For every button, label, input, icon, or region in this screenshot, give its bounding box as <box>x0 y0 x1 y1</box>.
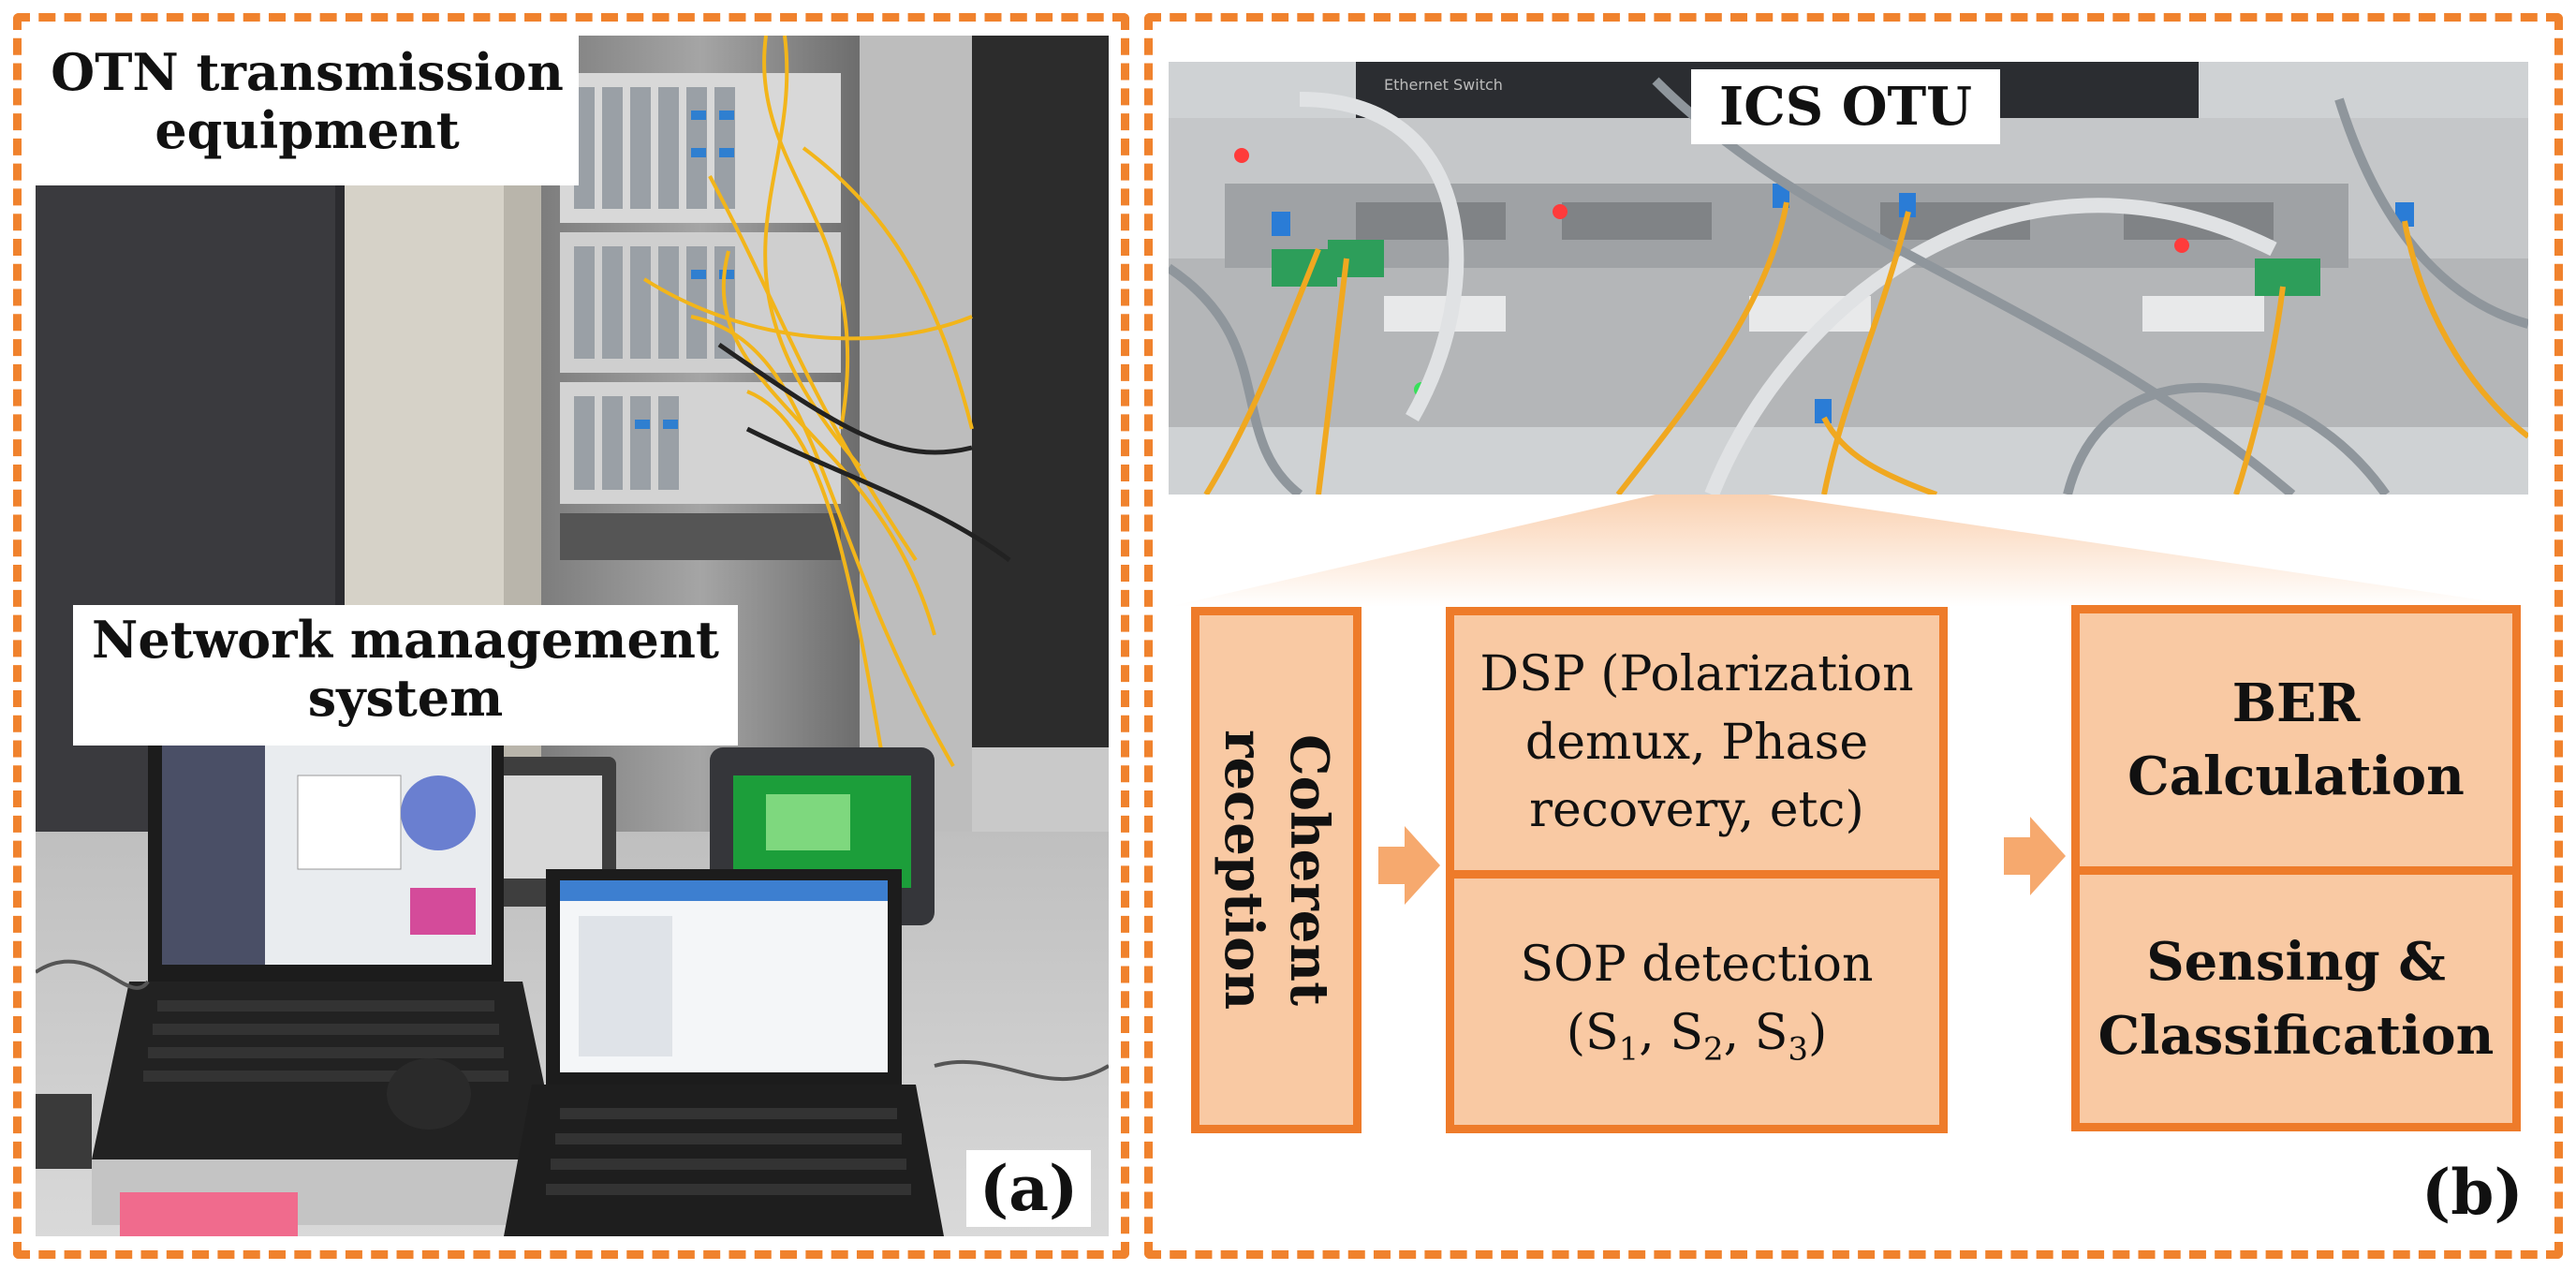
ethernet-switch-text: Ethernet Switch <box>1384 76 1503 94</box>
sop-line1: SOP detection <box>1520 937 1874 994</box>
network-management-label-line2: system <box>307 668 504 729</box>
lab-photo <box>36 36 1109 1236</box>
dsp-sop-divider <box>1454 870 1939 879</box>
arrow-2-icon <box>2004 817 2066 895</box>
ber-sensing-column: BER Calculation Sensing & Classification <box>2071 605 2521 1131</box>
otn-equipment-label-line1: OTN transmission <box>51 42 564 102</box>
otn-equipment-label-line2: equipment <box>155 100 460 161</box>
panel-b <box>1144 13 2563 1259</box>
ber-sensing-divider <box>2080 866 2512 875</box>
dsp-sop-column: DSP (Polarization demux, Phase recovery,… <box>1446 607 1948 1133</box>
network-management-label-line1: Network management <box>91 610 720 670</box>
dsp-line3: recovery, etc) <box>1529 782 1864 839</box>
ber-line1: BER <box>2231 672 2361 734</box>
dsp-box: DSP (Polarization demux, Phase recovery,… <box>1454 615 1939 870</box>
zoom-cone <box>1169 495 2528 607</box>
sensing-box: Sensing & Classification <box>2080 875 2512 1123</box>
sensing-line2: Classification <box>2098 1004 2495 1067</box>
panel-a <box>13 13 1129 1259</box>
panel-b-tag: (b) <box>2408 1154 2537 1231</box>
arrow-1-icon <box>1378 826 1440 905</box>
dsp-line2: demux, Phase <box>1524 714 1869 771</box>
ber-box: BER Calculation <box>2080 613 2512 866</box>
lab-photo-illustration <box>36 36 1109 1236</box>
sensing-line1: Sensing & <box>2146 931 2446 994</box>
dsp-line1: DSP (Polarization <box>1479 645 1914 702</box>
otn-equipment-label: OTN transmission equipment <box>36 36 579 185</box>
sop-line2: (S1, S2, S3) <box>1566 1004 1828 1069</box>
ics-otu-label: ICS OTU <box>1691 69 2000 144</box>
coherent-reception-box: Coherent reception <box>1191 607 1362 1133</box>
sop-box: SOP detection (S1, S2, S3) <box>1454 879 1939 1125</box>
coherent-reception-text: Coherent reception <box>1213 730 1340 1011</box>
ber-line2: Calculation <box>2127 746 2465 807</box>
panel-a-tag: (a) <box>966 1150 1092 1227</box>
network-management-label: Network management system <box>73 605 738 746</box>
